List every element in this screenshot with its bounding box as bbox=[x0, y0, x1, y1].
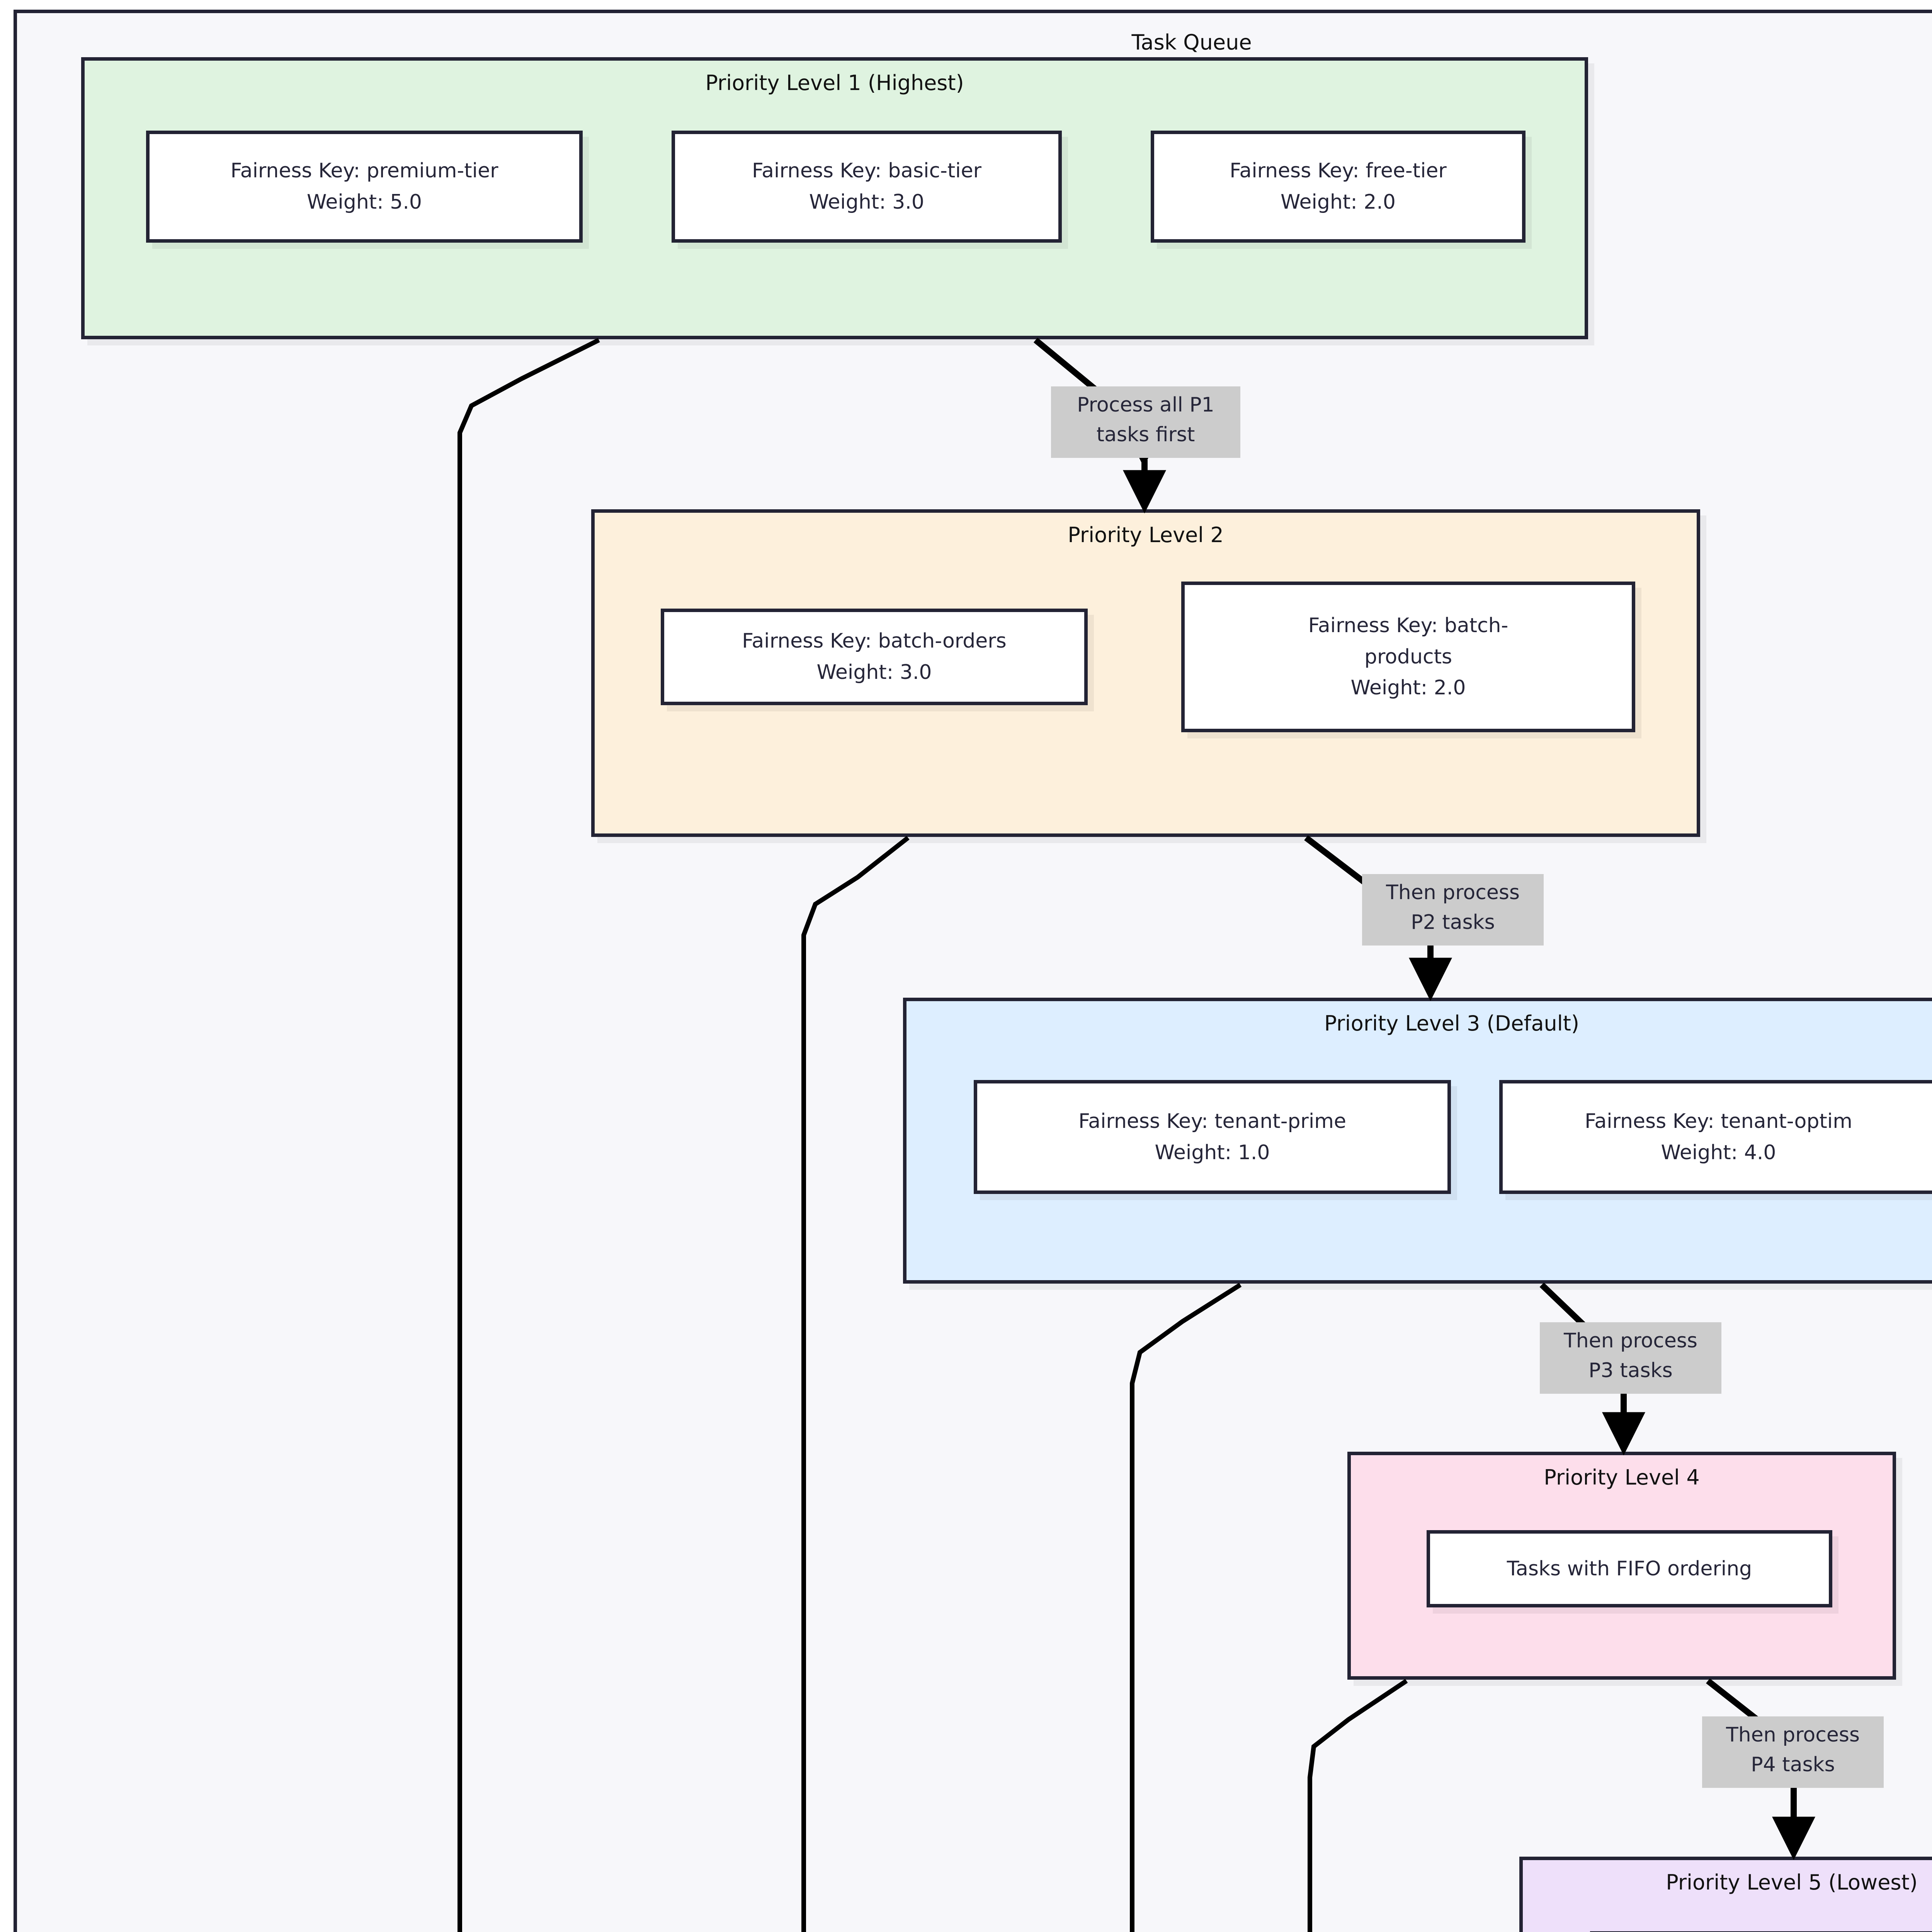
weight-label: Weight: 2.0 bbox=[1281, 190, 1396, 214]
edge-label-p1-p2: Process all P1 tasks first bbox=[1051, 386, 1240, 458]
cluster-title-p1: Priority Level 1 (Highest) bbox=[705, 71, 964, 95]
weight-label: Weight: 2.0 bbox=[1350, 676, 1466, 700]
node-p5-fifo: Tasks with FIFO ordering bbox=[1590, 1931, 1932, 1932]
edge-label-p4-p5: Then process P4 tasks bbox=[1702, 1716, 1884, 1788]
fairness-key-label-cont: products bbox=[1364, 645, 1452, 668]
edge-label-p3-p4: Then process P3 tasks bbox=[1540, 1322, 1721, 1394]
fairness-key-label: Fairness Key: tenant-prime bbox=[1078, 1109, 1346, 1133]
node-p1-premium-tier: Fairness Key: premium-tier Weight: 5.0 bbox=[146, 131, 583, 243]
node-p2-batch-products: Fairness Key: batch- products Weight: 2.… bbox=[1181, 582, 1635, 732]
cluster-title-p3: Priority Level 3 (Default) bbox=[1324, 1011, 1580, 1036]
node-p1-basic-tier: Fairness Key: basic-tier Weight: 3.0 bbox=[672, 131, 1062, 243]
weight-label: Weight: 3.0 bbox=[816, 661, 932, 684]
fifo-label: Tasks with FIFO ordering bbox=[1507, 1557, 1752, 1580]
weight-label: Weight: 3.0 bbox=[809, 190, 924, 214]
node-p1-free-tier: Fairness Key: free-tier Weight: 2.0 bbox=[1151, 131, 1526, 243]
fairness-key-label: Fairness Key: free-tier bbox=[1230, 159, 1447, 183]
fairness-key-label: Fairness Key: batch-orders bbox=[742, 629, 1007, 653]
node-p4-fifo: Tasks with FIFO ordering bbox=[1427, 1530, 1832, 1607]
fairness-key-label: Fairness Key: basic-tier bbox=[752, 159, 982, 183]
weight-label: Weight: 4.0 bbox=[1661, 1141, 1776, 1164]
cluster-title-p5: Priority Level 5 (Lowest) bbox=[1666, 1870, 1918, 1895]
edge-label-p2-p3: Then process P2 tasks bbox=[1362, 874, 1544, 946]
fairness-key-label: Fairness Key: batch- bbox=[1308, 614, 1509, 638]
weight-label: Weight: 5.0 bbox=[307, 190, 422, 214]
task-queue-title: Task Queue bbox=[1131, 30, 1252, 54]
node-p2-batch-orders: Fairness Key: batch-orders Weight: 3.0 bbox=[661, 609, 1088, 705]
cluster-title-p2: Priority Level 2 bbox=[1068, 523, 1224, 547]
cluster-title-p4: Priority Level 4 bbox=[1544, 1465, 1700, 1490]
fairness-key-label: Fairness Key: tenant-optim bbox=[1585, 1109, 1852, 1133]
weight-label: Weight: 1.0 bbox=[1155, 1141, 1270, 1164]
node-p3-tenant-optim: Fairness Key: tenant-optim Weight: 4.0 bbox=[1499, 1080, 1932, 1194]
node-p3-tenant-prime: Fairness Key: tenant-prime Weight: 1.0 bbox=[974, 1080, 1451, 1194]
fairness-key-label: Fairness Key: premium-tier bbox=[230, 159, 498, 183]
cluster-priority-level-5: Priority Level 5 (Lowest) bbox=[1519, 1857, 1932, 1932]
